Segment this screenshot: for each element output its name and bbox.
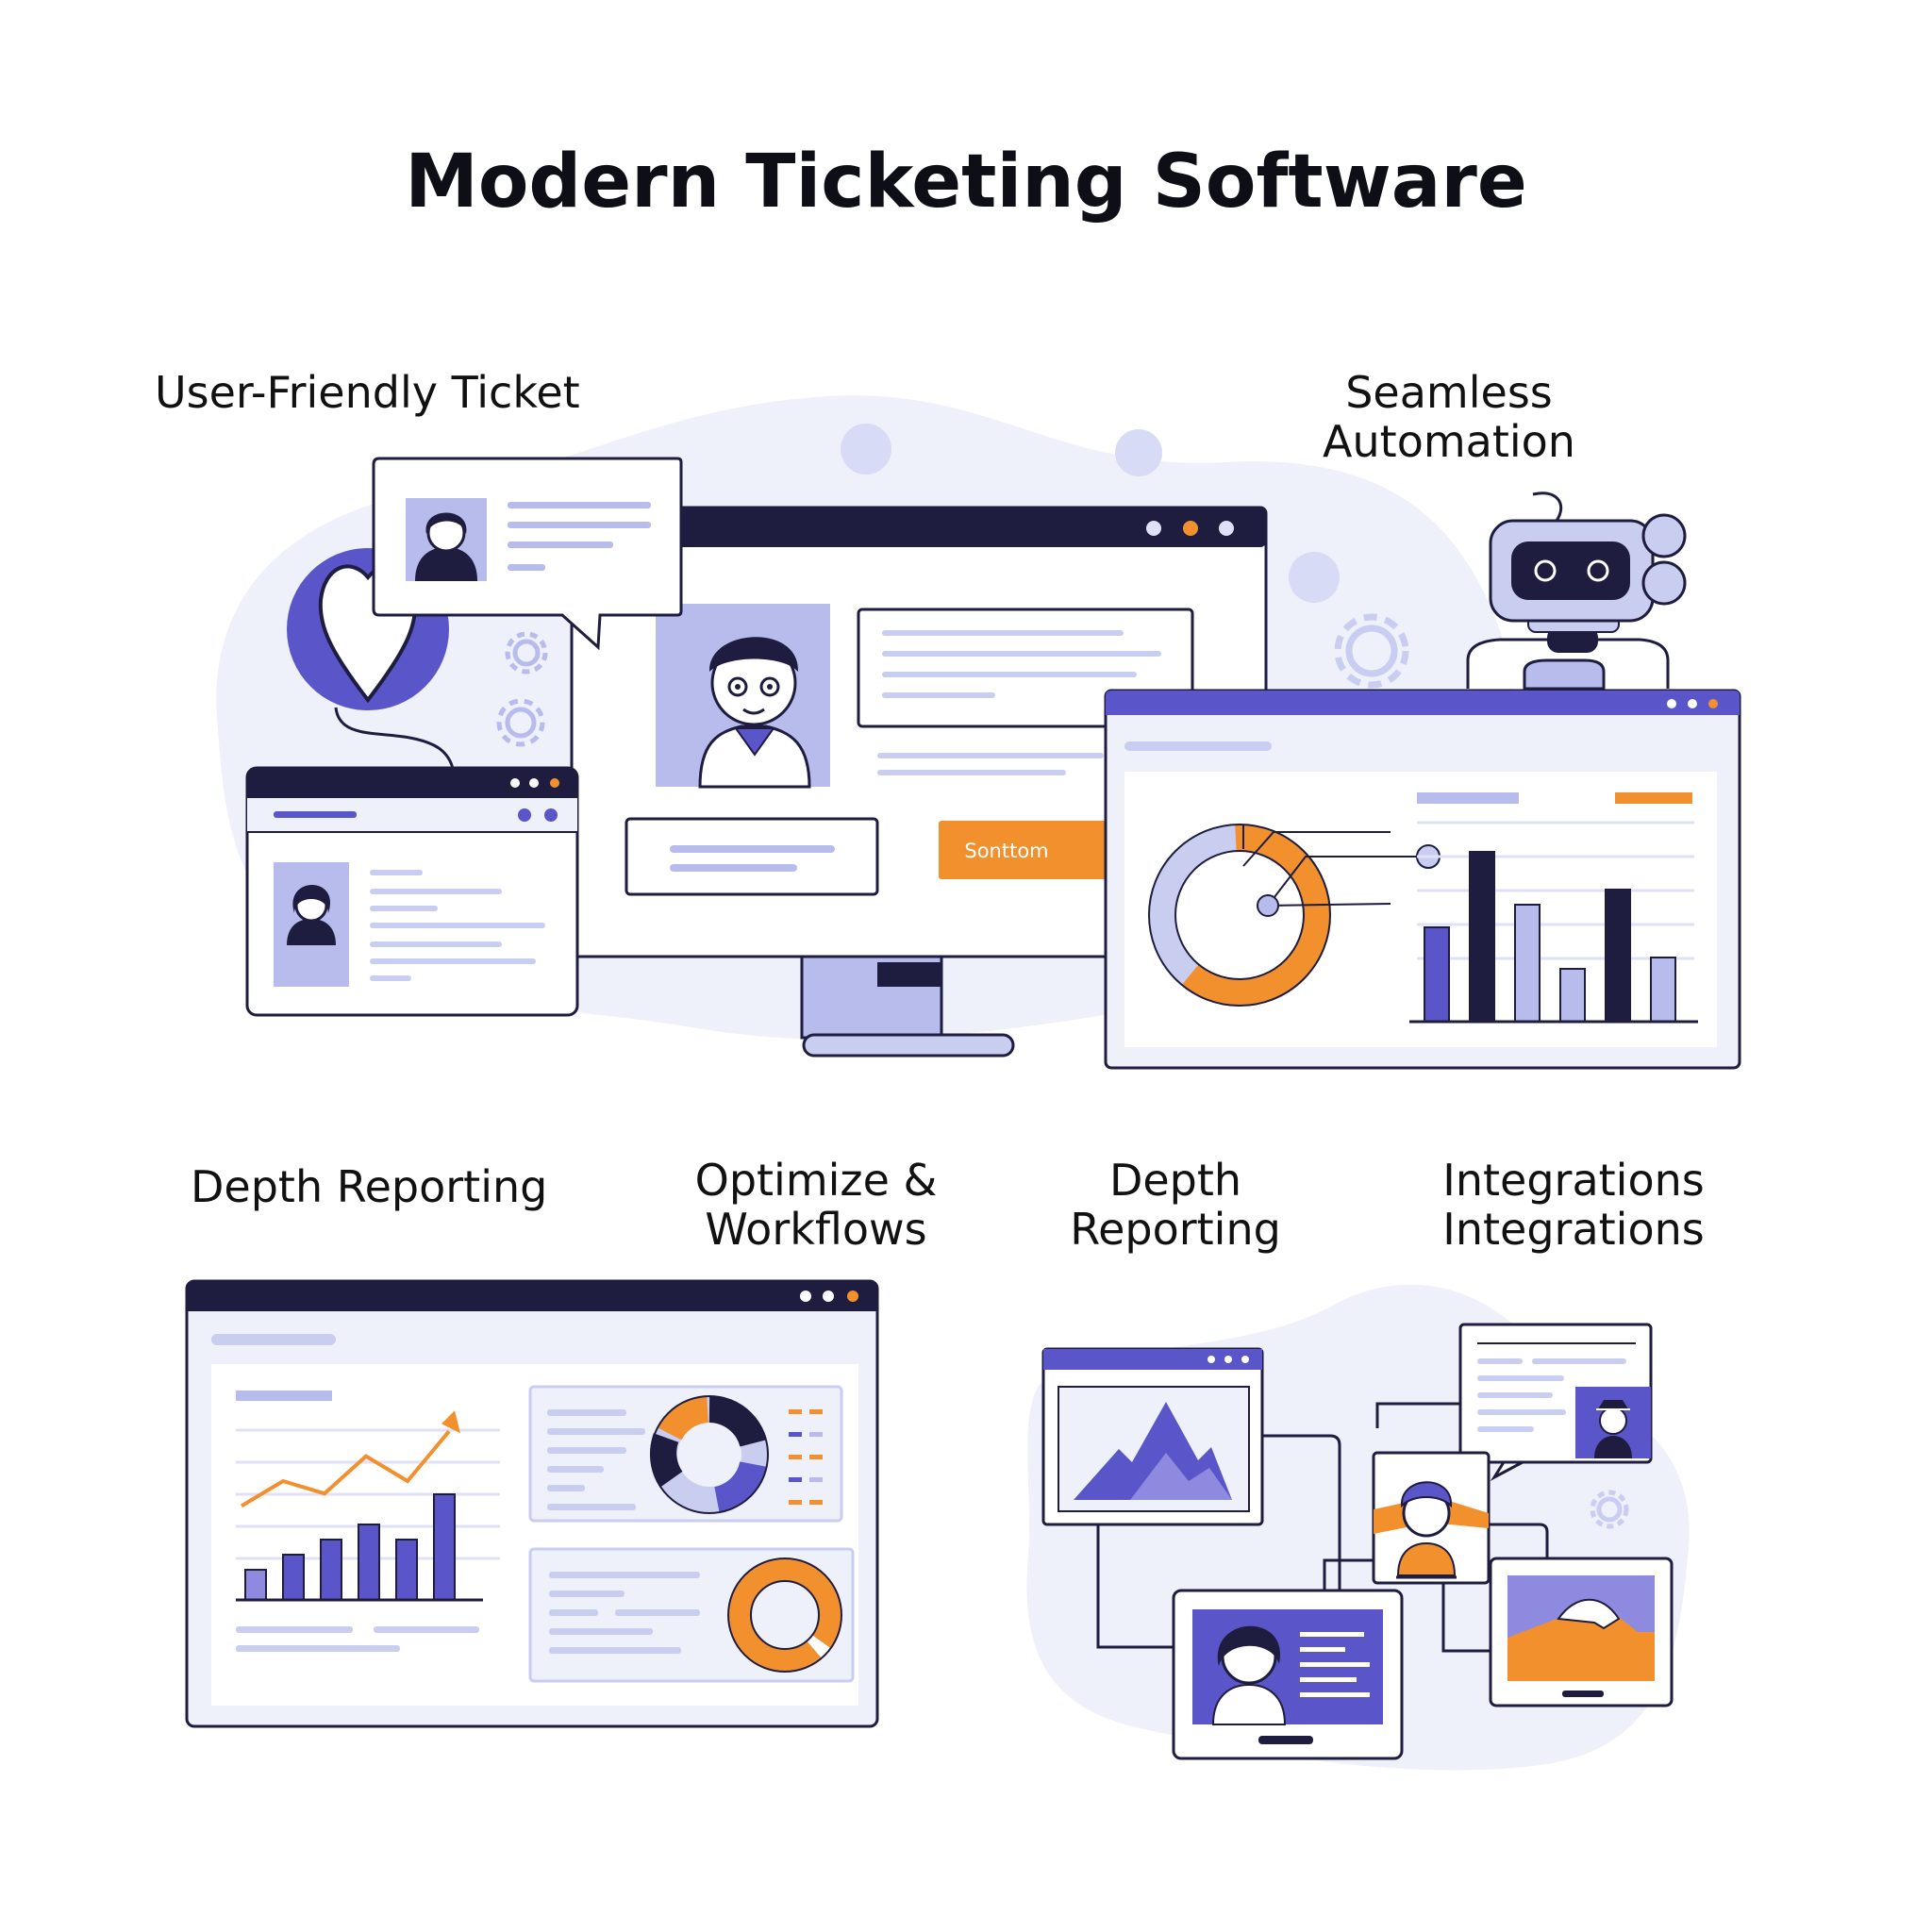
integrations-cluster	[1041, 1323, 1674, 1760]
gear-icon	[1590, 1490, 1629, 1529]
decor-bubble	[841, 424, 891, 475]
sailor-avatar-icon	[1594, 1400, 1632, 1458]
page-title: Modern Ticketing Software	[405, 140, 1527, 225]
label-line: Optimize &	[694, 1155, 938, 1206]
automation-dashboard-window	[1104, 689, 1741, 1070]
mountain-image-icon	[1074, 1402, 1232, 1500]
bar	[244, 1569, 267, 1601]
label-integrations: Integrations Integrations	[1423, 1156, 1724, 1254]
ticket-card-window	[245, 766, 579, 1017]
decor-bubble	[1115, 429, 1162, 476]
bar	[1559, 968, 1586, 1023]
character-avatar-icon	[1396, 1481, 1457, 1579]
bar	[433, 1493, 456, 1601]
label-user-friendly-ticket: User-Friendly Ticket	[155, 367, 580, 418]
bar	[320, 1539, 342, 1601]
bar	[1469, 851, 1495, 1023]
bar	[1424, 926, 1450, 1023]
chat-bubble	[372, 457, 683, 651]
submit-button-label: Sonttom	[964, 840, 1048, 862]
user-person-icon	[415, 512, 477, 581]
label-depth-reporting-right: Depth Reporting	[1043, 1156, 1307, 1254]
label-line: Automation	[1323, 416, 1575, 467]
automation-bar-chart	[1409, 792, 1698, 1024]
label-line: Seamless	[1345, 367, 1553, 418]
label-line: Integrations	[1442, 1204, 1705, 1255]
label-line: Workflows	[705, 1204, 927, 1255]
decor-bubble	[1289, 552, 1340, 603]
bar	[282, 1554, 305, 1601]
bar	[1650, 957, 1676, 1023]
gear-icon	[496, 631, 548, 747]
label-seamless-automation: Seamless Automation	[1307, 368, 1591, 466]
automation-donut	[1148, 824, 1441, 1007]
label-depth-reporting-left: Depth Reporting	[191, 1161, 548, 1212]
reporting-dashboard-window	[185, 1279, 879, 1728]
customer-person-icon	[287, 885, 336, 945]
gear-icon	[1334, 613, 1409, 689]
robot-icon	[1466, 491, 1687, 691]
label-optimize-workflows: Optimize & Workflows	[675, 1156, 958, 1254]
bar	[395, 1539, 418, 1601]
submit-button[interactable]: Sonttom	[939, 821, 1116, 879]
label-line: Depth	[1108, 1155, 1242, 1206]
label-line: Reporting	[1070, 1204, 1281, 1255]
bar	[1605, 889, 1631, 1023]
agent-person-icon	[698, 637, 811, 789]
label-line: Integrations	[1442, 1155, 1705, 1206]
profile-avatar-icon	[1211, 1625, 1287, 1725]
bar	[1514, 904, 1541, 1023]
landscape-image-icon	[1507, 1598, 1655, 1681]
bar	[358, 1524, 380, 1601]
